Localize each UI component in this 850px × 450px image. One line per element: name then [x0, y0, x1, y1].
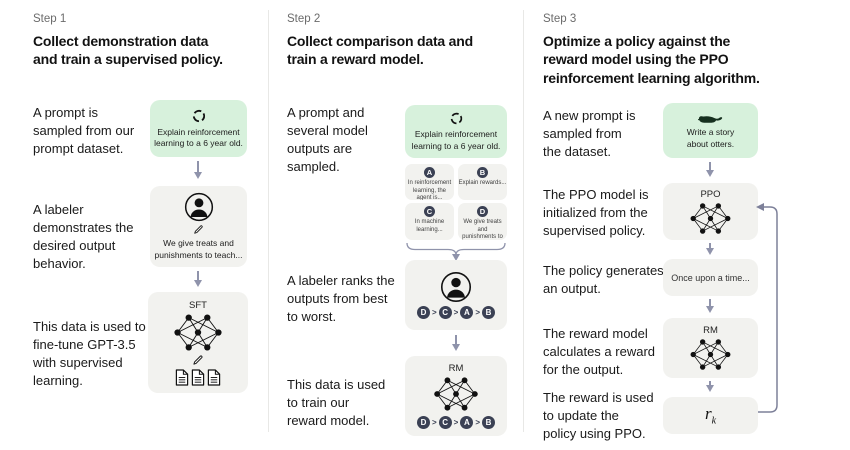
labeler-icon [440, 271, 472, 303]
pencil-icon [193, 354, 203, 365]
otter-icon [698, 116, 723, 124]
rank-chip-C: C [438, 306, 452, 319]
brace-arrow-icon [406, 242, 506, 261]
output-badge: D [477, 206, 488, 217]
output-box-d: D We give treats and punishments to teac… [458, 203, 507, 240]
caption-reward-calc: The reward model calculates a reward for… [543, 326, 655, 377]
arrow-down-icon [705, 162, 714, 177]
output-text: In reinforcement learning, the agent is.… [407, 180, 452, 200]
rank-chip-B: B [482, 306, 495, 319]
caption-new-prompt: A new prompt is sampled from the dataset… [543, 108, 636, 159]
step-label: Step 1 [33, 13, 67, 25]
rm-label: RM [703, 325, 718, 336]
rank-chip-A: A [460, 306, 474, 319]
rank-separator: > [475, 308, 480, 317]
rank-chip-A: A [460, 416, 474, 429]
rm-model-box: RM [663, 318, 758, 378]
cycle-icon [450, 113, 462, 125]
output-box-a: A In reinforcement learning, the agent i… [405, 164, 454, 200]
document-icon [207, 368, 221, 386]
prompt-text: Explain reinforcement learning to a 6 ye… [154, 126, 243, 148]
rank-separator: > [475, 418, 480, 427]
caption-labeler-ranks: A labeler ranks the outputs from best to… [287, 273, 395, 324]
output-text: We give treats and punishments to teach.… [462, 219, 503, 240]
arrow-down-icon [193, 271, 202, 287]
output-box-c: C In machine learning... [405, 203, 454, 240]
rank-chip-C: C [438, 416, 452, 429]
column-divider [523, 10, 524, 432]
column-divider [268, 10, 269, 432]
prompt-text: Explain reinforcement learning to a 6 ye… [411, 129, 501, 151]
pencil-icon [194, 225, 203, 234]
document-icon [175, 368, 189, 386]
demonstration-text: We give treats and punishments to teach.… [154, 238, 243, 260]
rank-chip-B: B [482, 416, 495, 429]
ppo-label: PPO [700, 188, 721, 200]
step-label: Step 3 [543, 13, 577, 25]
output-badge: C [424, 206, 435, 217]
caption-outputs-sampled: A prompt and several model outputs are s… [287, 105, 368, 174]
policy-output-text: Once upon a time... [671, 272, 750, 283]
arrow-down-icon [705, 381, 714, 392]
arrow-down-icon [705, 299, 714, 313]
labeler-box: We give treats and punishments to teach.… [150, 186, 247, 267]
prompt-box: Write a story about otters. [663, 103, 758, 158]
ranking-sequence: D>C>A>B [416, 416, 496, 429]
prompt-box: Explain reinforcement learning to a 6 ye… [150, 100, 247, 157]
rm-label: RM [448, 363, 464, 374]
prompt-box: Explain reinforcement learning to a 6 ye… [405, 105, 507, 158]
ranking-box: D>C>A>B [405, 260, 507, 330]
cycle-icon [192, 109, 205, 122]
caption-labeler-demonstrates: A labeler demonstrates the desired outpu… [33, 202, 134, 271]
caption-reward-update: The reward is used to update the policy … [543, 390, 654, 441]
rank-separator: > [431, 418, 437, 427]
prompt-text: Write a story about otters. [686, 127, 735, 149]
ranking-sequence: D>C>A>B [416, 306, 496, 319]
reward-symbol: rk [705, 404, 716, 426]
arrow-down-icon [193, 161, 202, 179]
reward-value-box: rk [663, 397, 758, 434]
rank-chip-D: D [416, 416, 430, 429]
step-label: Step 2 [287, 13, 321, 25]
policy-output-box: Once upon a time... [663, 259, 758, 296]
caption-prompt-sampled: A prompt is sampled from our prompt data… [33, 105, 135, 156]
output-text: Explain rewards... [458, 180, 507, 186]
rank-separator: > [431, 308, 437, 317]
neural-network-icon [434, 377, 478, 411]
step-title: Collect comparison data and train a rewa… [287, 33, 473, 68]
neural-network-icon [690, 339, 731, 370]
arrow-down-icon [705, 243, 714, 255]
neural-network-icon [690, 202, 731, 234]
caption-train-rm: This data is used to train our reward mo… [287, 377, 386, 428]
output-text: In machine learning... [414, 219, 445, 233]
output-badge: A [424, 167, 435, 178]
rank-separator: > [453, 308, 459, 317]
arrow-down-icon [451, 335, 460, 351]
caption-ppo-init: The PPO model is initialized from the su… [543, 187, 649, 238]
rank-separator: > [453, 418, 459, 427]
documents-row [175, 368, 221, 386]
sft-label: SFT [189, 299, 207, 311]
document-icon [191, 368, 205, 386]
neural-network-icon [174, 313, 222, 351]
feedback-loop-arrow-icon [756, 203, 778, 413]
step-title: Collect demonstration data and train a s… [33, 33, 223, 68]
caption-finetune: This data is used to fine-tune GPT-3.5 w… [33, 319, 146, 388]
rank-chip-D: D [416, 306, 430, 319]
sft-model-box: SFT [148, 292, 248, 393]
output-badge: B [477, 167, 488, 178]
rm-model-box: RM D>C>A>B [405, 356, 507, 436]
output-box-b: B Explain rewards... [458, 164, 507, 200]
reward-symbol-r: r [704, 404, 712, 424]
caption-policy-generates: The policy generates an output. [543, 263, 664, 296]
step-title: Optimize a policy against the reward mod… [543, 33, 760, 86]
ppo-model-box: PPO [663, 183, 758, 240]
reward-symbol-k: k [711, 415, 717, 427]
labeler-icon [184, 193, 213, 222]
